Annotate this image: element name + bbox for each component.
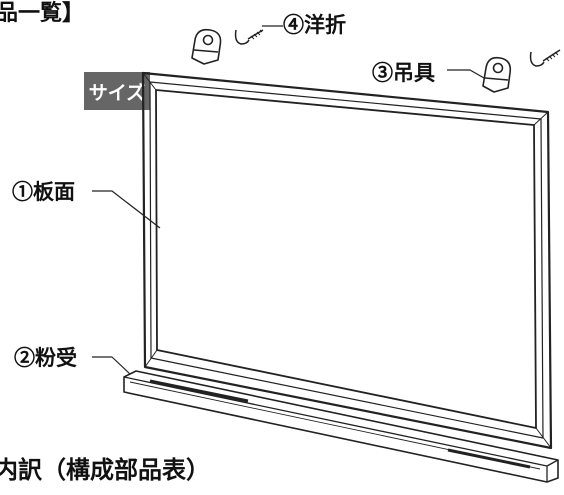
size-badge: サイズ [84, 72, 150, 110]
hook-screw-top [234, 29, 264, 45]
section-title-breakdown: 内訳（構成部品表） [0, 455, 210, 484]
page-title: 品一覧】 [0, 0, 85, 26]
label-chalk-tray: ②粉受 [14, 345, 77, 370]
label-hanger: ③吊具 [372, 60, 435, 85]
chalk-tray [123, 370, 559, 483]
hanger-clip-left [191, 28, 222, 65]
label-board: ①板面 [12, 179, 75, 204]
hook-screw-right [529, 49, 561, 67]
leader-tray [92, 356, 131, 375]
hanger-clip-right [482, 56, 512, 93]
leader-hanger [447, 69, 485, 79]
label-hook: ④洋折 [283, 12, 346, 37]
board-frame-mid [149, 81, 544, 439]
leader-board [92, 190, 161, 229]
board-frame-inner [155, 89, 537, 429]
